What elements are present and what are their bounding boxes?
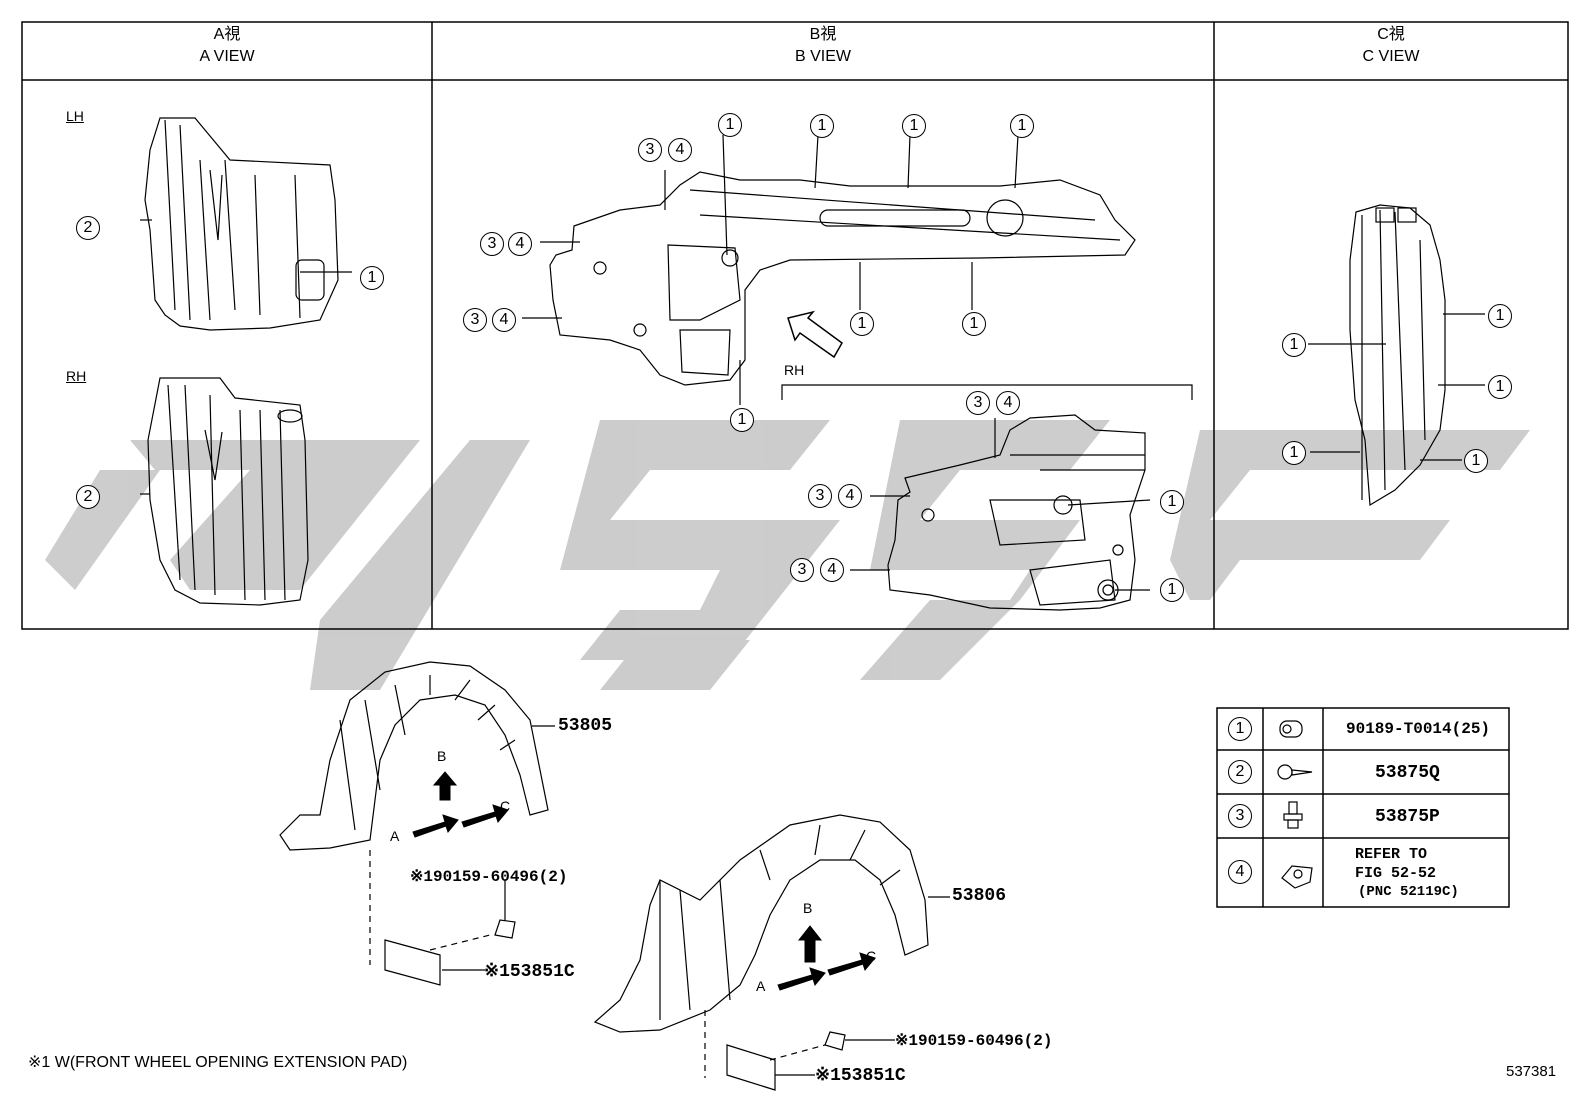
- bolt-icon: [1283, 801, 1303, 829]
- direction-c-upper: C: [500, 798, 511, 814]
- legend-part-3: 53875P: [1375, 807, 1440, 827]
- callout-four-19: 4: [838, 484, 862, 508]
- view-frame: [21, 21, 1569, 630]
- a-view-lh-part: [140, 117, 352, 331]
- a-view-title-ja: A視: [213, 26, 241, 43]
- direction-a-lower: A: [756, 978, 766, 994]
- callout-one-23: 1: [1160, 578, 1184, 602]
- a-view-title-en: A VIEW: [199, 48, 255, 65]
- callout-one-13: 1: [850, 312, 874, 336]
- b-view-rh-label: RH: [784, 362, 805, 378]
- callout-four-17: 4: [996, 391, 1020, 415]
- clip-icon: [1279, 720, 1303, 738]
- callout-one-7: 1: [902, 114, 926, 138]
- legend-part-4-line2: FIG 52-52: [1355, 865, 1437, 882]
- legend-table: [1216, 707, 1510, 908]
- legend-part-4-line1: REFER TO: [1355, 846, 1428, 863]
- callout-four-4: 4: [668, 138, 692, 162]
- callout-two-0: 2: [76, 216, 100, 240]
- legend-number-1: 1: [1228, 717, 1252, 741]
- callout-four-21: 4: [820, 558, 844, 582]
- callout-one-15: 1: [730, 408, 754, 432]
- legend-part-2: 53875Q: [1375, 763, 1440, 783]
- a-view-rh-label: RH: [66, 368, 87, 384]
- part-number-53805: 53805: [558, 716, 613, 736]
- callout-three-3: 3: [638, 138, 662, 162]
- c-view-title-ja: C視: [1377, 26, 1405, 43]
- callout-three-20: 3: [790, 558, 814, 582]
- legend-part-4-line3: (PNC 52119C): [1358, 884, 1459, 900]
- legend-number-4: 4: [1228, 860, 1252, 884]
- callout-one-28: 1: [1282, 441, 1306, 465]
- watermark: [45, 420, 1530, 690]
- direction-b-upper: B: [437, 748, 447, 764]
- callout-one-25: 1: [1488, 375, 1512, 399]
- callout-one-27: 1: [1282, 333, 1306, 357]
- callout-three-18: 3: [808, 484, 832, 508]
- liner-lh-drawing: [279, 661, 555, 986]
- c-view-part: [1308, 204, 1485, 507]
- callout-one-22: 1: [1160, 490, 1184, 514]
- callout-four-10: 4: [508, 232, 532, 256]
- liner-rh-arrows: [777, 925, 876, 991]
- document-number: 537381: [1506, 1063, 1557, 1080]
- b-view-upper-part: [522, 134, 1136, 405]
- legend-number-3: 3: [1228, 804, 1252, 828]
- view-arrow: [787, 310, 843, 359]
- callout-three-9: 3: [480, 232, 504, 256]
- callout-four-12: 4: [492, 308, 516, 332]
- legend-number-2: 2: [1228, 760, 1252, 784]
- legend-part-1: 90189-T0014(25): [1346, 720, 1491, 738]
- direction-b-lower: B: [803, 900, 813, 916]
- a-view-rh-part: [140, 377, 309, 606]
- bolt-part-upper: ※190159-60496(2): [410, 868, 568, 886]
- direction-a-upper: A: [390, 828, 400, 844]
- pad-part-upper: ※153851C: [484, 962, 575, 982]
- callout-one-24: 1: [1488, 304, 1512, 328]
- footnote: ※1 W(FRONT WHEEL OPENING EXTENSION PAD): [28, 1054, 408, 1071]
- callout-three-16: 3: [966, 391, 990, 415]
- c-view-title-en: C VIEW: [1362, 48, 1420, 65]
- b-view-lower-part: [850, 414, 1151, 611]
- callout-one-5: 1: [718, 113, 742, 137]
- pad-part-lower: ※153851C: [815, 1066, 906, 1086]
- callout-one-14: 1: [962, 312, 986, 336]
- bolt-part-lower: ※190159-60496(2): [895, 1032, 1053, 1050]
- nut-icon: [1281, 865, 1313, 889]
- callout-one-6: 1: [810, 114, 834, 138]
- b-view-header: B視 B VIEW: [432, 24, 1214, 80]
- a-view-lh-label: LH: [66, 108, 84, 124]
- callout-one-1: 1: [360, 266, 384, 290]
- callout-three-11: 3: [463, 308, 487, 332]
- a-view-header: A視 A VIEW: [22, 24, 432, 80]
- screw-icon: [1277, 764, 1313, 780]
- callout-one-8: 1: [1010, 114, 1034, 138]
- callout-one-26: 1: [1464, 449, 1488, 473]
- rh-bracket: [781, 384, 1193, 400]
- liner-lh-arrows: [412, 771, 509, 838]
- c-view-header: C視 C VIEW: [1214, 24, 1568, 80]
- callout-two-2: 2: [76, 485, 100, 509]
- b-view-title-ja: B視: [809, 26, 837, 43]
- liner-rh-drawing: [593, 814, 950, 1091]
- b-view-title-en: B VIEW: [794, 48, 851, 65]
- direction-c-lower: C: [866, 948, 877, 964]
- part-number-53806: 53806: [952, 886, 1007, 906]
